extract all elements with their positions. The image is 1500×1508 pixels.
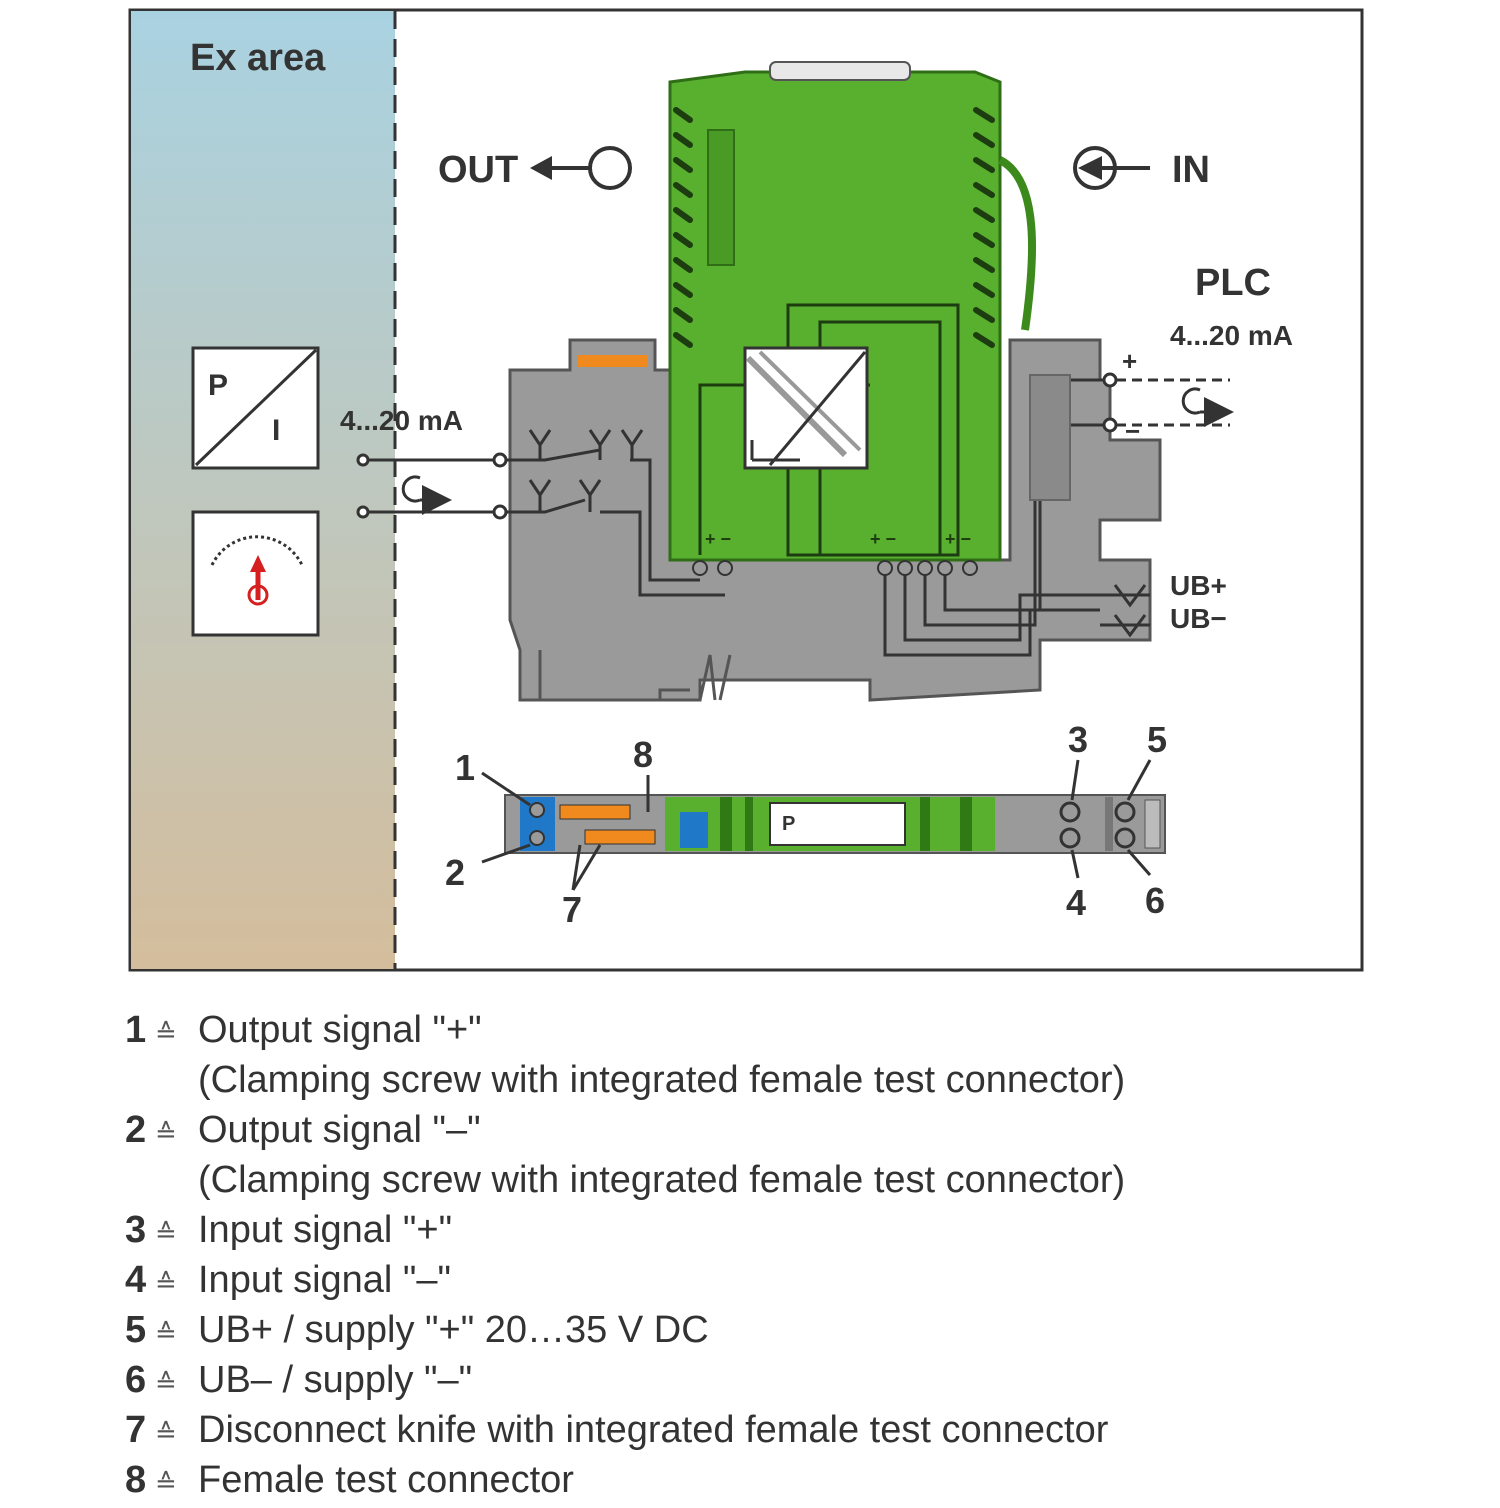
callout-3: 3: [1068, 719, 1088, 760]
module-vent-slots: [673, 107, 995, 348]
module-polarity-marks: + − + − + −: [705, 529, 971, 549]
corresponds-symbol: ≙: [155, 1268, 177, 1298]
corresponds-symbol: ≙: [155, 1468, 177, 1498]
legend-num: 1: [125, 1009, 147, 1051]
module-logo-plate: [707, 129, 735, 266]
callout-7: 7: [562, 889, 582, 930]
plc-loop-wires: [1116, 378, 1230, 427]
legend-text: Input signal "–": [198, 1259, 452, 1301]
legend: 1 ≙ Output signal "+" (Clamping screw wi…: [125, 1005, 1465, 1505]
svg-text:+ −: + −: [870, 529, 896, 549]
module-top-clip: [769, 61, 911, 81]
legend-text: Output signal "+": [198, 1009, 482, 1051]
out-label: OUT: [438, 149, 518, 191]
callout-2: 2: [445, 852, 465, 893]
corresponds-symbol: ≙: [155, 1368, 177, 1398]
legend-text: Female test connector: [198, 1459, 574, 1501]
legend-text: Input signal "+": [198, 1209, 453, 1251]
callout-5: 5: [1147, 719, 1167, 760]
legend-text: UB+ / supply "+" 20…35 V DC: [198, 1309, 709, 1351]
in-label: IN: [1172, 149, 1210, 191]
supply-terminals: [1100, 584, 1150, 638]
legend-num: 7: [125, 1409, 147, 1451]
disconnect-knives: [528, 429, 644, 512]
callout-6: 6: [1145, 880, 1165, 921]
isolation-symbol: [743, 346, 869, 470]
pi-transducer-icon: [191, 346, 320, 470]
callout-1: 1: [455, 747, 475, 788]
field-current-arrow-icon: [401, 475, 452, 515]
corresponds-symbol: ≙: [155, 1218, 177, 1248]
legend-num: 4: [125, 1259, 147, 1301]
plc-label: PLC: [1195, 262, 1271, 304]
plc-range-label: 4...20 mA: [1170, 320, 1293, 351]
legend-item-3: 3 ≙ Input signal "+": [125, 1205, 1465, 1255]
field-range-label: 4...20 mA: [340, 405, 463, 436]
svg-text:+ −: + −: [945, 529, 971, 549]
plc-current-arrow-icon: [1181, 387, 1234, 427]
legend-num: 2: [125, 1109, 147, 1151]
callout-4: 4: [1066, 882, 1086, 923]
svg-text:+ −: + −: [705, 529, 731, 549]
legend-subtext: (Clamping screw with integrated female t…: [198, 1059, 1126, 1101]
corresponds-symbol: ≙: [155, 1018, 177, 1048]
legend-num: 3: [125, 1209, 147, 1251]
module-base-contacts: [692, 560, 978, 576]
legend-item-4: 4 ≙ Input signal "–": [125, 1255, 1465, 1305]
module-top-view: P: [504, 794, 1166, 854]
legend-item-5: 5 ≙ UB+ / supply "+" 20…35 V DC: [125, 1305, 1465, 1355]
plc-minus-label: −: [1125, 416, 1140, 446]
legend-item-2-sub: (Clamping screw with integrated female t…: [125, 1155, 1465, 1205]
signal-conditioner-diagram: Ex area OUT IN PLC 4...20 mA: [128, 8, 1364, 972]
callout-8: 8: [633, 734, 653, 775]
legend-item-1-sub: (Clamping screw with integrated female t…: [125, 1055, 1465, 1105]
legend-num: 8: [125, 1459, 147, 1501]
legend-text: Output signal "–": [198, 1109, 481, 1151]
legend-item-1: 1 ≙ Output signal "+": [125, 1005, 1465, 1055]
plc-plus-label: +: [1122, 346, 1137, 376]
ex-area-zone: [131, 11, 395, 969]
legend-item-6: 6 ≙ UB– / supply "–": [125, 1355, 1465, 1405]
svg-text:P: P: [782, 813, 795, 835]
legend-item-2: 2 ≙ Output signal "–": [125, 1105, 1465, 1155]
legend-num: 5: [125, 1309, 147, 1351]
gauge-sensor-icon: [191, 510, 320, 637]
corresponds-symbol: ≙: [155, 1118, 177, 1148]
corresponds-symbol: ≙: [155, 1318, 177, 1348]
pi-p-label: P: [208, 369, 228, 402]
corresponds-symbol: ≙: [155, 1418, 177, 1448]
housing-orange-tab: [578, 355, 648, 367]
internal-wiring: [500, 378, 1110, 657]
din-rail-foot: [518, 650, 732, 701]
legend-num: 6: [125, 1359, 147, 1401]
legend-text: UB– / supply "–": [198, 1359, 473, 1401]
ex-area-label: Ex area: [190, 37, 326, 79]
pi-i-label: I: [272, 414, 280, 447]
ub-minus-label: UB−: [1170, 603, 1227, 634]
callout-leaders: [481, 759, 1152, 891]
legend-item-7: 7 ≙ Disconnect knife with integrated fem…: [125, 1405, 1465, 1455]
ub-plus-label: UB+: [1170, 570, 1227, 601]
out-arrow-icon: [530, 146, 632, 190]
terminal-label-strip: [1029, 374, 1071, 501]
module-ground-wire: [997, 156, 1036, 331]
legend-text: Disconnect knife with integrated female …: [198, 1409, 1109, 1451]
in-arrow-icon: [1073, 146, 1150, 190]
legend-item-8: 8 ≙ Female test connector: [125, 1455, 1465, 1505]
legend-subtext: (Clamping screw with integrated female t…: [198, 1159, 1126, 1201]
